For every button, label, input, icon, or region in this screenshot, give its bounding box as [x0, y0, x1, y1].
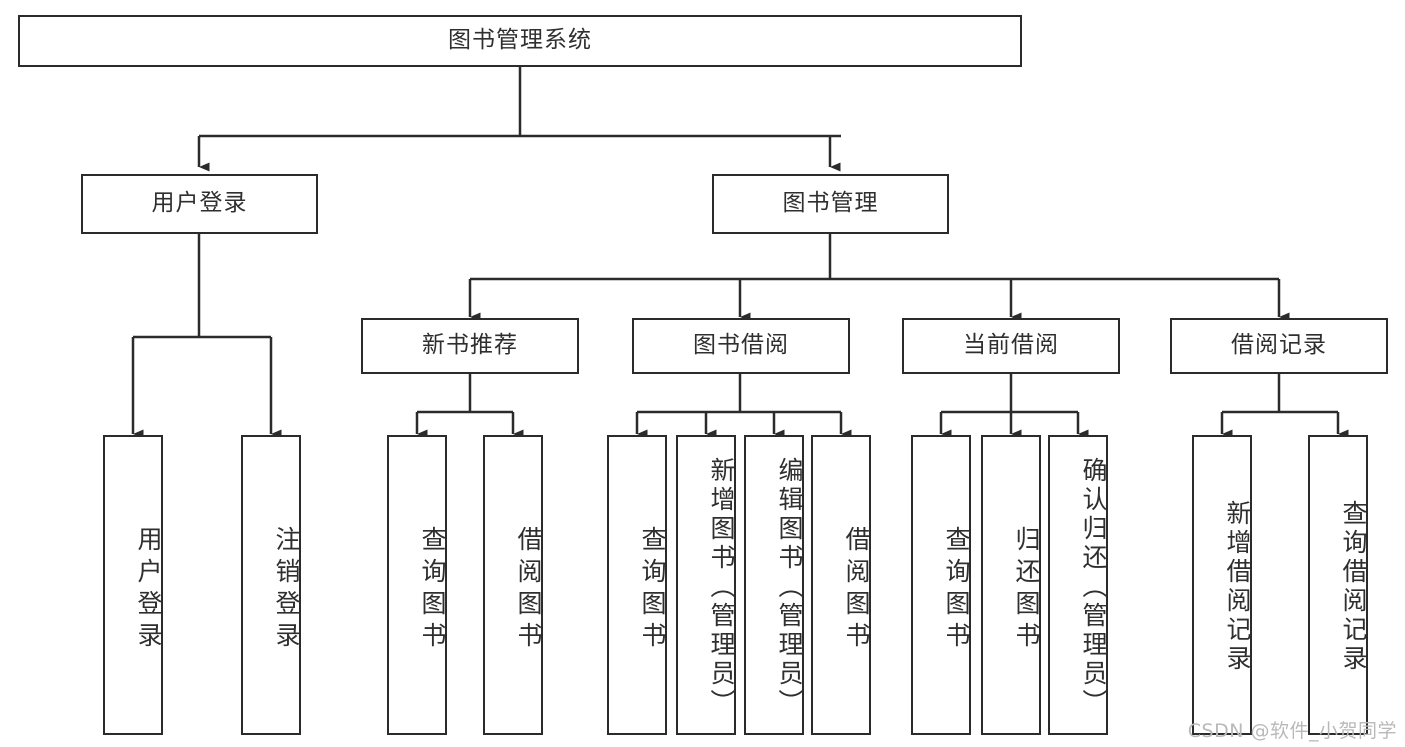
leaf-label: 新增图书（管理员） [707, 456, 736, 718]
leaf-record-query-record[interactable]: 查询借阅记录 [1308, 435, 1368, 735]
leaf-label: 编辑图书（管理员） [775, 456, 804, 718]
leaf-label: 注销登录 [272, 526, 301, 654]
node-label: 图书借阅 [693, 332, 789, 359]
leaf-label: 新增借阅记录 [1223, 500, 1252, 674]
node-borrow-record[interactable]: 借阅记录 [1170, 318, 1388, 374]
leaf-borrow-query-book[interactable]: 查询图书 [607, 435, 667, 735]
leaf-label: 查询借阅记录 [1339, 500, 1368, 674]
leaf-recommend-query-book[interactable]: 查询图书 [387, 435, 447, 735]
leaf-current-query-book[interactable]: 查询图书 [911, 435, 971, 735]
leaf-label: 查询图书 [942, 526, 971, 654]
leaf-label: 查询图书 [638, 526, 667, 654]
node-book-borrow[interactable]: 图书借阅 [632, 318, 850, 374]
node-label: 用户登录 [151, 190, 248, 217]
leaf-borrow-add-book-admin[interactable]: 新增图书（管理员） [676, 435, 736, 735]
leaf-label: 确认归还（管理员） [1079, 456, 1108, 718]
leaf-user-login-login[interactable]: 用户登录 [103, 435, 163, 735]
leaf-label: 借阅图书 [514, 526, 543, 654]
node-current-borrow[interactable]: 当前借阅 [902, 318, 1120, 374]
leaf-borrow-borrow-book[interactable]: 借阅图书 [811, 435, 871, 735]
leaf-label: 查询图书 [418, 526, 447, 654]
node-new-book-recommend[interactable]: 新书推荐 [361, 318, 579, 374]
node-root-system[interactable]: 图书管理系统 [18, 15, 1022, 67]
leaf-label: 用户登录 [134, 526, 163, 654]
leaf-current-return-book[interactable]: 归还图书 [981, 435, 1041, 735]
node-label: 图书管理系统 [448, 27, 592, 54]
node-label: 图书管理 [782, 190, 879, 217]
watermark: CSDN @软件_小贺同学 [1187, 720, 1397, 742]
leaf-label: 借阅图书 [842, 526, 871, 654]
leaf-record-add-record[interactable]: 新增借阅记录 [1192, 435, 1252, 735]
node-label: 当前借阅 [963, 332, 1059, 359]
leaf-recommend-borrow-book[interactable]: 借阅图书 [483, 435, 543, 735]
leaf-label: 归还图书 [1012, 526, 1041, 654]
leaf-current-confirm-return-admin[interactable]: 确认归还（管理员） [1048, 435, 1108, 735]
node-book-management[interactable]: 图书管理 [712, 174, 949, 234]
leaf-user-login-logout[interactable]: 注销登录 [241, 435, 301, 735]
node-user-login[interactable]: 用户登录 [81, 174, 318, 234]
node-label: 新书推荐 [422, 332, 518, 359]
leaf-borrow-edit-book-admin[interactable]: 编辑图书（管理员） [744, 435, 804, 735]
node-label: 借阅记录 [1231, 332, 1327, 359]
